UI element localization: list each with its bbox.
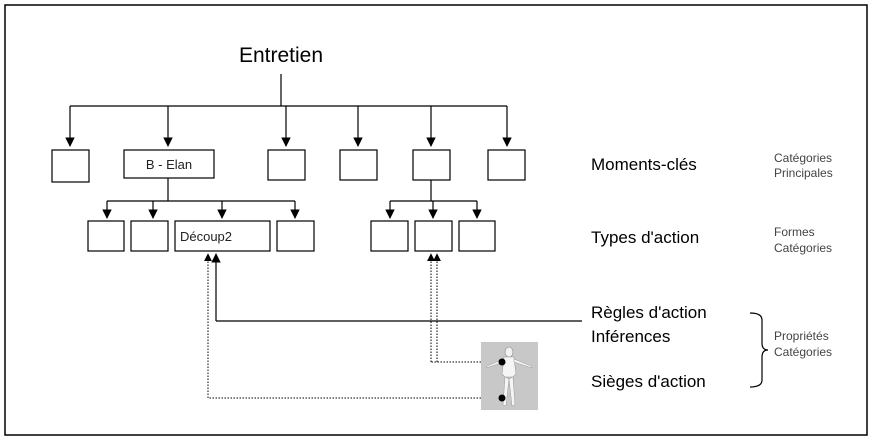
proprietes-brace	[749, 312, 769, 388]
level1-connectors	[65, 74, 512, 147]
categories-principales-line1: Catégories	[774, 151, 832, 165]
node-label-decoup2: Découp2	[180, 229, 232, 244]
formes-categories-line1: Formes	[774, 225, 815, 239]
inference-feedback-arrow	[427, 253, 502, 363]
human-body-figure-icon	[481, 342, 538, 410]
level1-boxes	[51, 149, 526, 183]
sieges-action-label: Sièges d'action	[591, 372, 706, 391]
formes-categories-line2: Catégories	[774, 241, 832, 255]
type-box-4	[276, 220, 315, 252]
moments-cles-label: Moments-clés	[591, 155, 697, 174]
type-box-decoup2	[174, 220, 271, 252]
types-action-label: Types d'action	[591, 228, 699, 247]
moment-box-1	[51, 149, 90, 183]
level2-connectors-left	[102, 178, 300, 219]
type-box-1	[87, 220, 125, 252]
proprietes-categories-line1: Propriétés	[774, 329, 829, 343]
moment-box-6	[487, 149, 526, 181]
level2-boxes	[87, 220, 496, 252]
type-box-2	[130, 220, 169, 252]
proprietes-categories-line2: Catégories	[774, 345, 832, 359]
type-box-5	[370, 220, 409, 252]
regles-feedback-arrow	[211, 253, 582, 322]
siege-feedback-arrow	[204, 253, 502, 399]
regles-action-label: Règles d'action	[591, 303, 707, 322]
type-box-6	[414, 220, 453, 252]
moment-box-4	[339, 149, 378, 181]
moment-box-3	[267, 149, 306, 181]
root-title: Entretien	[239, 44, 323, 67]
inferences-label: Inférences	[591, 327, 670, 346]
moment-box-elan	[123, 149, 215, 179]
moment-box-5	[412, 149, 451, 181]
level2-connectors-right	[385, 180, 482, 219]
node-label-elan: B - Elan	[146, 157, 192, 172]
categories-principales-line2: Principales	[774, 166, 833, 180]
type-box-7	[458, 220, 496, 252]
diagram-border	[4, 4, 868, 436]
